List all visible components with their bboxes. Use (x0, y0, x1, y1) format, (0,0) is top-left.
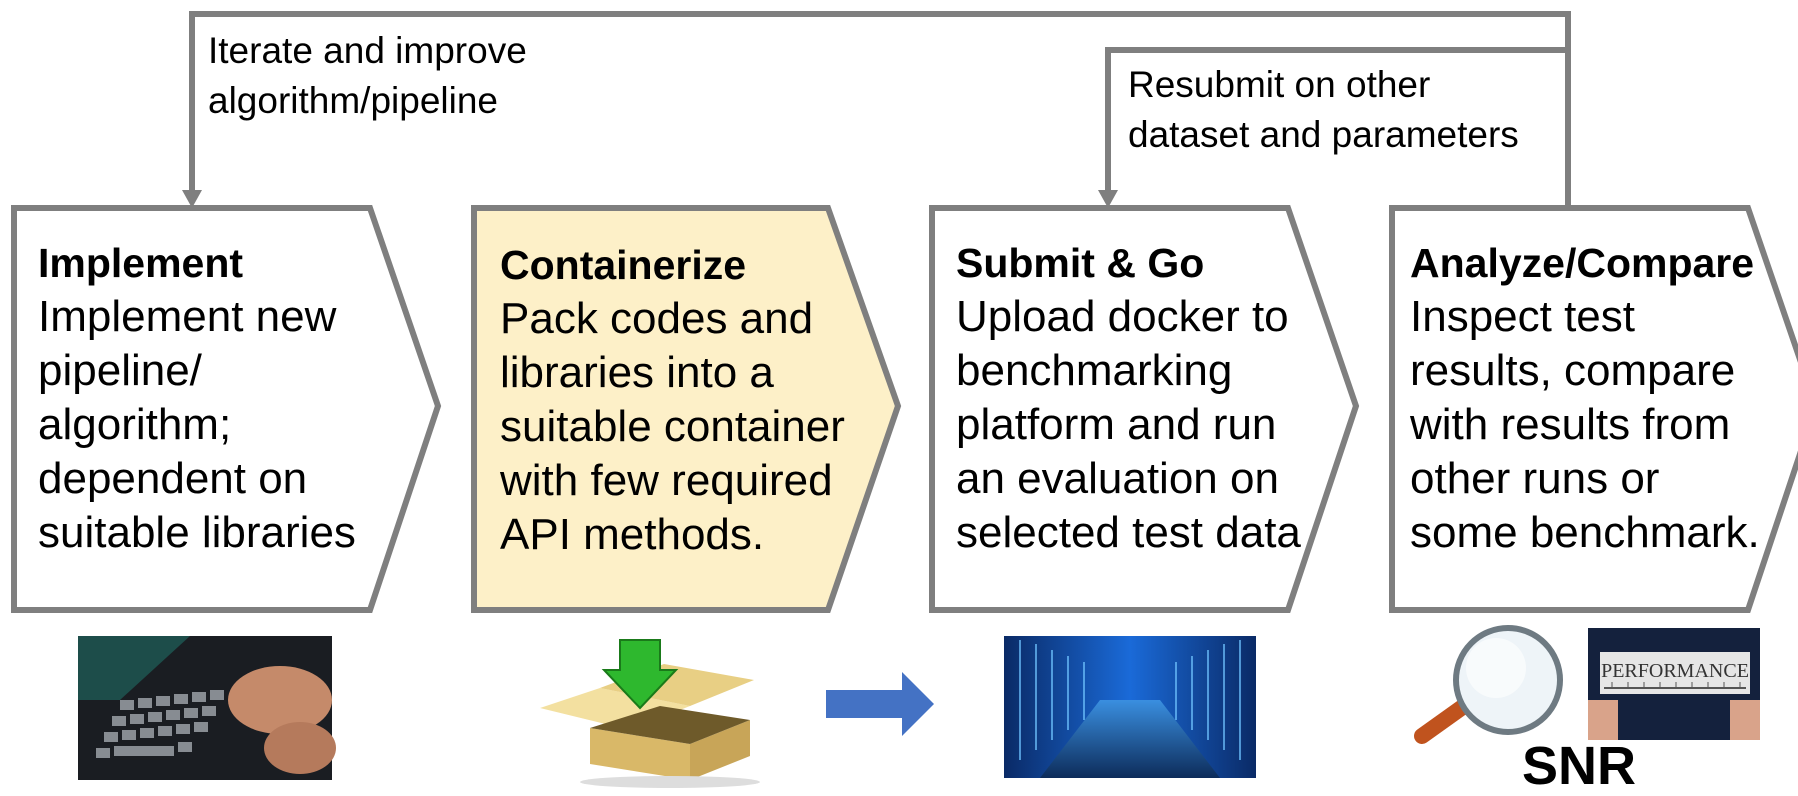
step-implement-line: Implement new (38, 292, 337, 341)
step-containerize: Containerize Pack codes and libraries in… (500, 238, 845, 562)
magnifier-icon (1414, 625, 1563, 744)
step-submit-line: selected test data (956, 508, 1301, 557)
performance-image: PERFORMANCE (1588, 628, 1760, 740)
performance-label: PERFORMANCE (1601, 660, 1749, 682)
step-containerize-line: Pack codes and (500, 294, 814, 343)
step-submit-line: platform and run (956, 400, 1277, 449)
resubmit-label: Resubmit on other dataset and parameters (1128, 60, 1519, 160)
step-submit: Submit & Go Upload docker to benchmarkin… (956, 236, 1301, 560)
step-implement-line: suitable libraries (38, 508, 356, 557)
step-analyze: Analyze/Compare Inspect test results, co… (1410, 236, 1760, 560)
step-containerize-line: API methods. (500, 510, 765, 559)
server-room-image (1004, 636, 1256, 778)
iterate-arrowhead (182, 190, 202, 208)
container-box-image (540, 639, 760, 788)
step-analyze-line: Inspect test (1410, 292, 1636, 341)
step-implement-line: algorithm; (38, 400, 232, 449)
iterate-label: Iterate and improve algorithm/pipeline (208, 26, 527, 126)
step-containerize-line: libraries into a (500, 348, 774, 397)
step-analyze-line: results, compare (1410, 346, 1736, 395)
step-submit-line: an evaluation on (956, 454, 1279, 503)
step-implement-title: Implement (38, 240, 244, 286)
step-submit-title: Submit & Go (956, 240, 1205, 286)
resubmit-line-2: dataset and parameters (1128, 114, 1519, 155)
step-analyze-shape (1389, 205, 1798, 613)
resubmit-arrowhead (1098, 190, 1118, 208)
step-submit-shape (929, 205, 1360, 613)
resubmit-line-1: Resubmit on other (1128, 64, 1431, 105)
step-analyze-title: Analyze/Compare (1410, 240, 1755, 286)
step-containerize-title: Containerize (500, 242, 747, 288)
blue-arrow-icon (826, 672, 934, 736)
step-submit-line: benchmarking (956, 346, 1233, 395)
step-containerize-shape (471, 205, 902, 613)
snr-label: SNR (1522, 736, 1637, 796)
iterate-line-1: Iterate and improve (208, 30, 527, 71)
step-implement-line: pipeline/ (38, 346, 202, 395)
iterate-line-2: algorithm/pipeline (208, 80, 499, 121)
step-submit-line: Upload docker to (956, 292, 1289, 341)
step-analyze-line: some benchmark. (1410, 508, 1760, 557)
step-containerize-line: with few required (500, 456, 833, 505)
resubmit-loop-arrow (1105, 47, 1568, 192)
iterate-loop-arrow (189, 11, 1571, 208)
step-implement-shape (11, 205, 442, 613)
step-containerize-line: suitable container (500, 402, 845, 451)
step-implement-line: dependent on (38, 454, 308, 503)
step-implement: Implement Implement new pipeline/ algori… (38, 236, 356, 560)
step-analyze-line: with results from (1410, 400, 1731, 449)
keyboard-image (78, 636, 336, 780)
step-analyze-line: other runs or (1410, 454, 1660, 503)
